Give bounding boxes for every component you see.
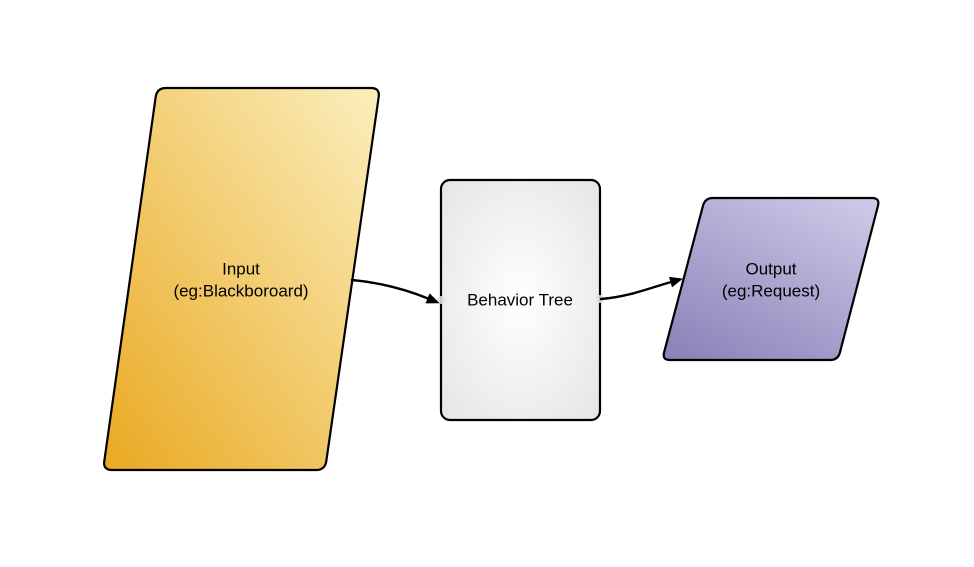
node-behavior-tree[interactable]: Behavior Tree xyxy=(439,178,602,422)
connection-point xyxy=(437,296,445,304)
output-node-sublabel: (eg:Request) xyxy=(722,282,820,301)
input-parallelogram-shape xyxy=(103,86,380,472)
output-parallelogram-shape xyxy=(662,196,880,362)
output-node-label: Output xyxy=(745,260,796,279)
behavior-tree-node-label: Behavior Tree xyxy=(467,291,573,310)
input-node-label: Input xyxy=(222,260,260,279)
node-input[interactable]: Input (eg:Blackboroard) xyxy=(103,86,380,472)
node-output[interactable]: Output (eg:Request) xyxy=(662,196,880,362)
input-node-sublabel: (eg:Blackboroard) xyxy=(173,282,308,301)
edge-input-to-behavior-tree xyxy=(350,278,440,304)
edge-behavior-tree-to-output xyxy=(599,276,684,301)
